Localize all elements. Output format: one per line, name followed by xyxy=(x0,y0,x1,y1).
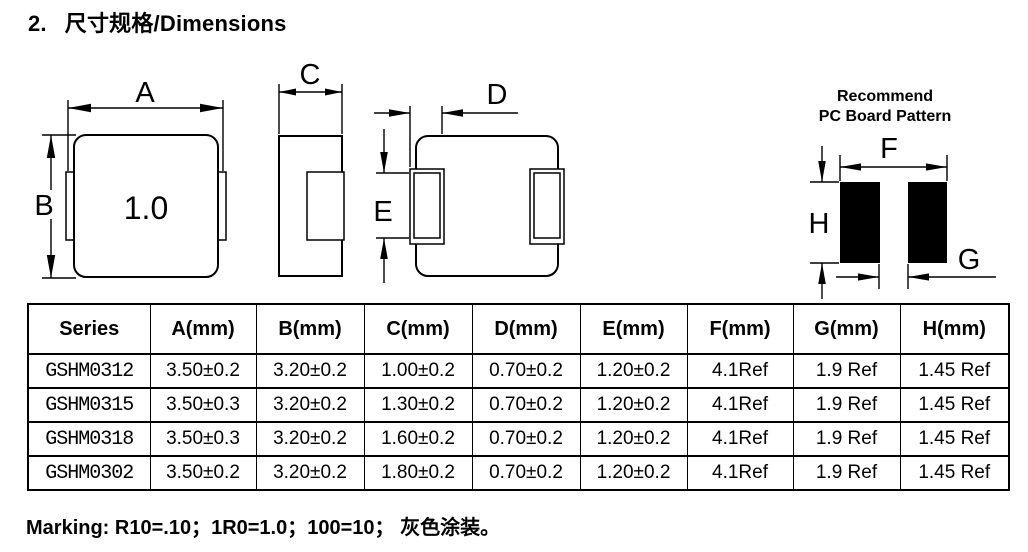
col-header-h: H(mm) xyxy=(899,303,1010,355)
value-cell: 0.70±0.2 xyxy=(471,353,581,389)
dim-e: E xyxy=(373,129,409,283)
series-cell: GSHM0302 xyxy=(27,455,151,491)
top-view-right-terminal xyxy=(217,171,227,241)
col-header-a: A(mm) xyxy=(149,303,257,355)
value-cell: 1.60±0.2 xyxy=(363,421,473,457)
col-header-d: D(mm) xyxy=(471,303,581,355)
value-cell: 1.20±0.2 xyxy=(579,387,688,423)
value-cell: 1.30±0.2 xyxy=(363,387,473,423)
value-cell: 1.20±0.2 xyxy=(579,455,688,491)
dim-h: H xyxy=(809,146,839,299)
marking-note: Marking: R10=.10；1R0=1.0；100=10； 灰色涂装。 xyxy=(26,517,501,539)
top-view: A B 1.0 xyxy=(31,77,227,279)
section-title-text: 尺寸规格/Dimensions xyxy=(64,11,287,36)
value-cell: 1.9 Ref xyxy=(792,353,901,389)
table-row: GSHM0315 3.50±0.3 3.20±0.2 1.30±0.2 0.70… xyxy=(27,387,1010,423)
section-title: 2. 尺寸规格/Dimensions xyxy=(28,6,287,38)
value-cell: 1.9 Ref xyxy=(792,421,901,457)
dim-b: B xyxy=(31,134,76,279)
value-cell: 1.45 Ref xyxy=(899,455,1010,491)
table-header-row: Series A(mm) B(mm) C(mm) D(mm) E(mm) F(m… xyxy=(27,303,1010,355)
value-cell: 3.50±0.2 xyxy=(149,353,257,389)
dim-label-f: F xyxy=(880,133,898,165)
dim-g: G xyxy=(836,244,996,289)
col-header-g: G(mm) xyxy=(792,303,901,355)
value-cell: 1.20±0.2 xyxy=(579,353,688,389)
table-row: GSHM0302 3.50±0.2 3.20±0.2 1.80±0.2 0.70… xyxy=(27,455,1010,491)
value-cell: 1.20±0.2 xyxy=(579,421,688,457)
value-cell: 1.45 Ref xyxy=(899,421,1010,457)
dimensions-table: Series A(mm) B(mm) C(mm) D(mm) E(mm) F(m… xyxy=(27,303,1010,491)
dim-label-g: G xyxy=(958,244,981,276)
value-cell: 0.70±0.2 xyxy=(471,387,581,423)
value-cell: 3.50±0.2 xyxy=(149,455,257,491)
bottom-view-right-terminal xyxy=(529,168,565,245)
value-cell: 1.45 Ref xyxy=(899,353,1010,389)
dim-label-e: E xyxy=(373,196,392,228)
bottom-view-right-terminal-inner xyxy=(533,172,561,239)
top-view-body xyxy=(73,134,219,278)
value-cell: 3.20±0.2 xyxy=(255,455,365,491)
value-cell: 4.1Ref xyxy=(686,387,794,423)
value-cell: 0.70±0.2 xyxy=(471,455,581,491)
value-cell: 3.50±0.3 xyxy=(149,421,257,457)
value-cell: 1.45 Ref xyxy=(899,387,1010,423)
col-header-series: Series xyxy=(27,303,151,355)
value-cell: 4.1Ref xyxy=(686,421,794,457)
bottom-view: D E xyxy=(373,79,565,283)
series-cell: GSHM0318 xyxy=(27,421,151,457)
table-row: GSHM0318 3.50±0.3 3.20±0.2 1.60±0.2 0.70… xyxy=(27,421,1010,457)
side-view: C xyxy=(278,59,345,277)
col-header-e: E(mm) xyxy=(579,303,688,355)
col-header-b: B(mm) xyxy=(255,303,365,355)
dim-c: C xyxy=(278,59,343,134)
value-cell: 1.00±0.2 xyxy=(363,353,473,389)
series-cell: GSHM0312 xyxy=(27,353,151,389)
dim-d: D xyxy=(374,79,518,167)
section-number: 2. xyxy=(28,11,47,36)
series-cell: GSHM0315 xyxy=(27,387,151,423)
pcb-pattern: Recommend PC Board Pattern F H xyxy=(809,88,996,299)
dim-label-b-mask xyxy=(31,190,58,219)
pcb-pad-right xyxy=(908,182,947,263)
bottom-view-left-terminal xyxy=(409,168,445,245)
value-cell: 1.9 Ref xyxy=(792,455,901,491)
side-view-terminal xyxy=(306,171,345,241)
dim-label-a: A xyxy=(135,77,155,109)
value-cell: 3.20±0.2 xyxy=(255,421,365,457)
table-row: GSHM0312 3.50±0.2 3.20±0.2 1.00±0.2 0.70… xyxy=(27,353,1010,389)
pcb-pattern-title-line1: Recommend xyxy=(837,88,933,105)
value-cell: 4.1Ref xyxy=(686,455,794,491)
value-cell: 0.70±0.2 xyxy=(471,421,581,457)
dim-label-d: D xyxy=(487,79,508,111)
value-cell: 3.50±0.3 xyxy=(149,387,257,423)
col-header-c: C(mm) xyxy=(363,303,473,355)
value-cell: 3.20±0.2 xyxy=(255,387,365,423)
col-header-f: F(mm) xyxy=(686,303,794,355)
top-view-left-terminal xyxy=(65,171,75,241)
dim-label-h: H xyxy=(809,208,830,240)
bottom-view-left-terminal-inner xyxy=(413,172,441,239)
dim-label-b: B xyxy=(34,190,53,222)
value-cell: 1.80±0.2 xyxy=(363,455,473,491)
part-marking-text: 1.0 xyxy=(124,190,168,226)
value-cell: 4.1Ref xyxy=(686,353,794,389)
dim-f: F xyxy=(839,133,948,181)
value-cell: 3.20±0.2 xyxy=(255,353,365,389)
value-cell: 1.9 Ref xyxy=(792,387,901,423)
pcb-pattern-title-line2: PC Board Pattern xyxy=(819,108,951,125)
dim-label-c: C xyxy=(300,59,321,91)
pcb-pad-left xyxy=(840,182,880,263)
